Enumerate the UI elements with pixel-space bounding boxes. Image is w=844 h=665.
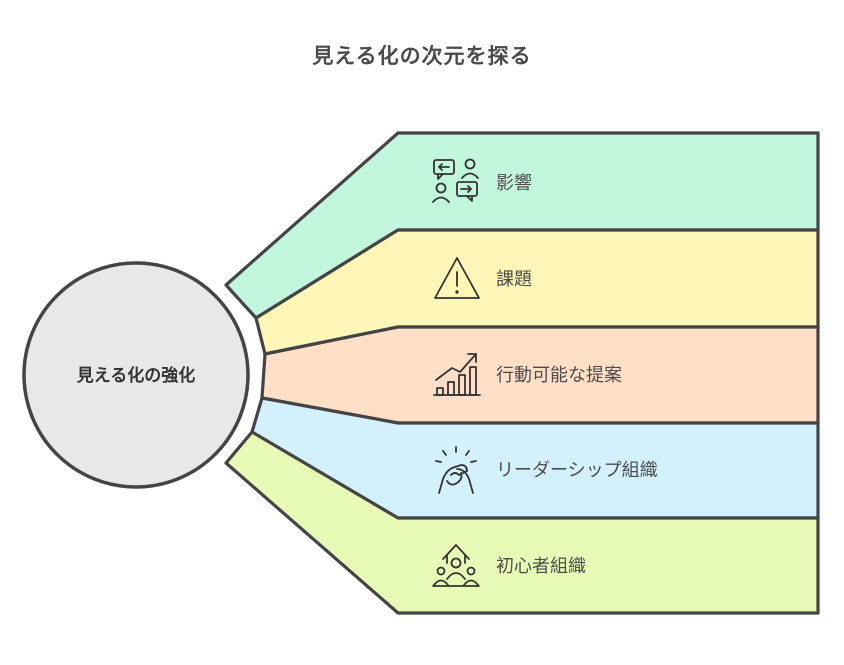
branch-label-actionable: 行動可能な提案 (496, 365, 622, 386)
branch-label-beginner: 初心者組織 (496, 556, 586, 577)
branch-band-beginner (224, 430, 820, 615)
center-label: 見える化の強化 (76, 365, 196, 386)
team-growth-icon (432, 544, 480, 587)
branch-label-influence: 影響 (496, 173, 532, 194)
center-circle (22, 261, 250, 489)
branch-label-leadership: リーダーシップ組織 (496, 460, 658, 481)
growth-bar-chart-icon (433, 353, 481, 396)
branch-label-issues: 課題 (496, 269, 532, 290)
communication-people-icon (432, 158, 479, 203)
handshake-icon (435, 446, 477, 494)
diagram-title: 見える化の次元を探る (312, 44, 532, 68)
warning-triangle-icon (434, 257, 480, 299)
